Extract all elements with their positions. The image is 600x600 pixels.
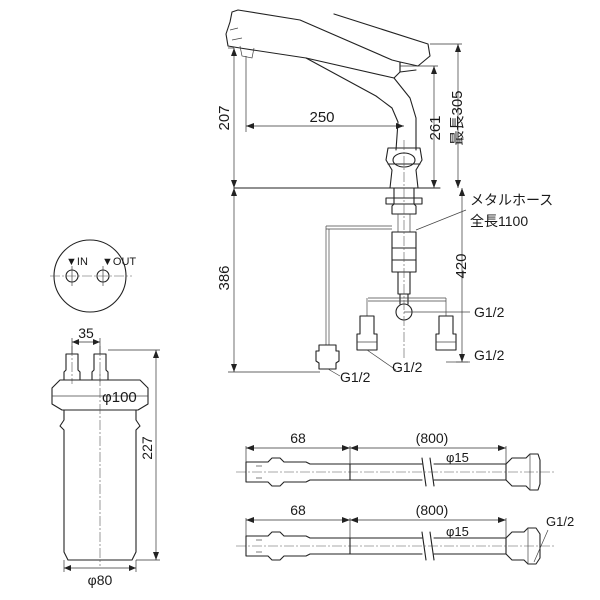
left-hose-fitting [315,344,340,370]
upper-dim-label-dia15: φ15 [446,450,469,465]
port-out-label: ▼OUT [102,256,136,268]
faucet-spout-head [225,9,401,79]
right-hose-fitting [435,315,457,351]
thread-label-right-lower: G1/2 [474,347,505,363]
cartridge-dim-label-227: 227 [139,436,155,460]
lower-hose: 68 (800) φ15 G1/2 [236,502,574,565]
upper-dim-label-800: (800) [416,430,449,446]
dim-label-420: 420 [453,253,470,278]
dim-label-max-305: 最長305 [449,90,466,145]
center-hose-fitting [356,315,378,351]
port-in-label: ▼IN [66,256,88,268]
dim-label-207: 207 [216,105,233,130]
lower-dim-label-800: (800) [416,502,449,518]
lower-dim-label-68: 68 [290,502,306,518]
upper-hose: 68 (800) φ15 [236,430,556,491]
cartridge-dim-label-dia100: φ100 [102,389,137,406]
cartridge-dim-label-dia80: φ80 [88,572,113,588]
thread-label-left: G1/2 [340,369,371,385]
dim-label-250: 250 [309,109,334,126]
cartridge-top-view: ▼IN ▼OUT [50,239,136,313]
lower-hose-right-fitting [505,527,541,565]
dim-label-261: 261 [427,115,444,140]
upper-dim-label-68: 68 [290,430,306,446]
cartridge-body [59,409,141,561]
metal-hose-note: メタルホース [470,192,553,208]
cartridge-head [51,379,149,411]
faucet-drawing: 207 250 261 最長305 386 420 メタルホース [216,9,553,385]
dim-label-386: 386 [216,265,233,290]
cartridge-dim-label-35: 35 [78,325,94,341]
thread-label-center: G1/2 [392,359,423,375]
faucet-lever [333,13,431,73]
faucet-spout-neck [305,57,417,151]
lower-dim-label-dia15: φ15 [446,524,469,539]
metal-hose-length: 全長1100 [470,213,528,229]
upper-hose-right-fitting [505,453,541,491]
thread-label-right-upper: G1/2 [474,304,505,320]
cartridge-side-view: φ100 35 227 φ80 [51,325,160,588]
lower-hose-thread-label: G1/2 [546,514,574,529]
